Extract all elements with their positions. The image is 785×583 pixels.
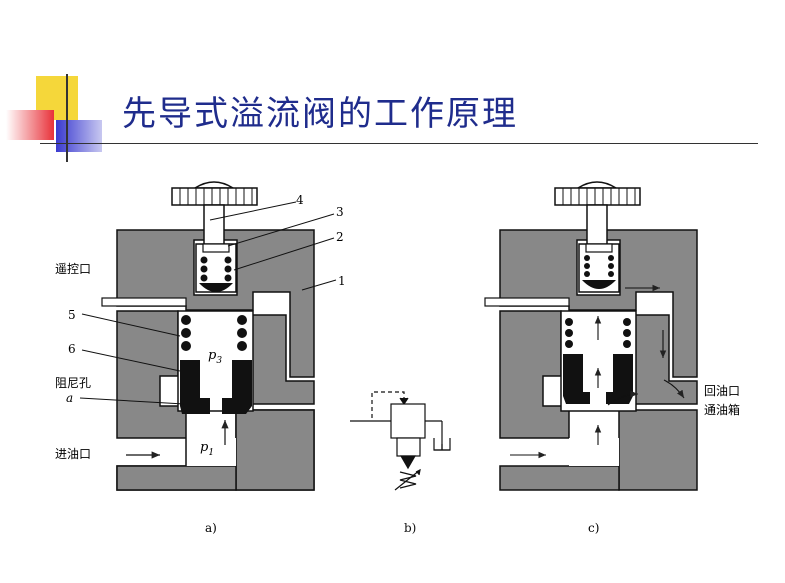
orifice-label: 阻尼孔 — [55, 376, 91, 390]
figure-c: 回油口 通油箱 c) — [484, 181, 740, 535]
part-6-label: 6 — [68, 342, 76, 356]
main-spool-c — [563, 354, 633, 404]
return-port-label: 回油口 — [704, 384, 740, 398]
deco-horizontal-line — [40, 143, 758, 144]
pilot-cone-c — [582, 280, 616, 289]
caption-c: c) — [588, 521, 599, 535]
inlet-label: 进油口 — [55, 447, 91, 461]
page-title: 先导式溢流阀的工作原理 — [122, 94, 518, 134]
orifice-a-label: a — [66, 391, 73, 405]
pilot-cone-a — [199, 283, 233, 292]
valve-body-left-c — [499, 310, 570, 439]
deco-red-block — [6, 110, 54, 140]
p3-label: p3 — [208, 348, 222, 366]
main-valve-box — [396, 437, 421, 457]
deco-blue-block — [56, 120, 102, 152]
caption-a: a) — [205, 521, 217, 535]
remote-port-label: 遥控口 — [55, 262, 91, 276]
deco-vertical-line — [66, 74, 68, 162]
part-4-label: 4 — [296, 193, 304, 207]
p1-label: p1 — [200, 440, 214, 458]
pilot-valve-box — [390, 403, 426, 439]
part-5-label: 5 — [68, 308, 76, 322]
caption-b: b) — [404, 521, 416, 535]
part-2-label: 2 — [336, 230, 344, 244]
figure-b-symbol: b) — [350, 391, 451, 535]
main-spool-a — [180, 360, 252, 414]
figure-a: 4 3 2 1 遥控口 5 6 阻尼孔 a 进油口 p3 p1 a) — [55, 181, 346, 535]
to-tank-label: 通油箱 — [704, 402, 740, 417]
part-1-label: 1 — [338, 274, 346, 288]
part-3-label: 3 — [336, 205, 344, 219]
